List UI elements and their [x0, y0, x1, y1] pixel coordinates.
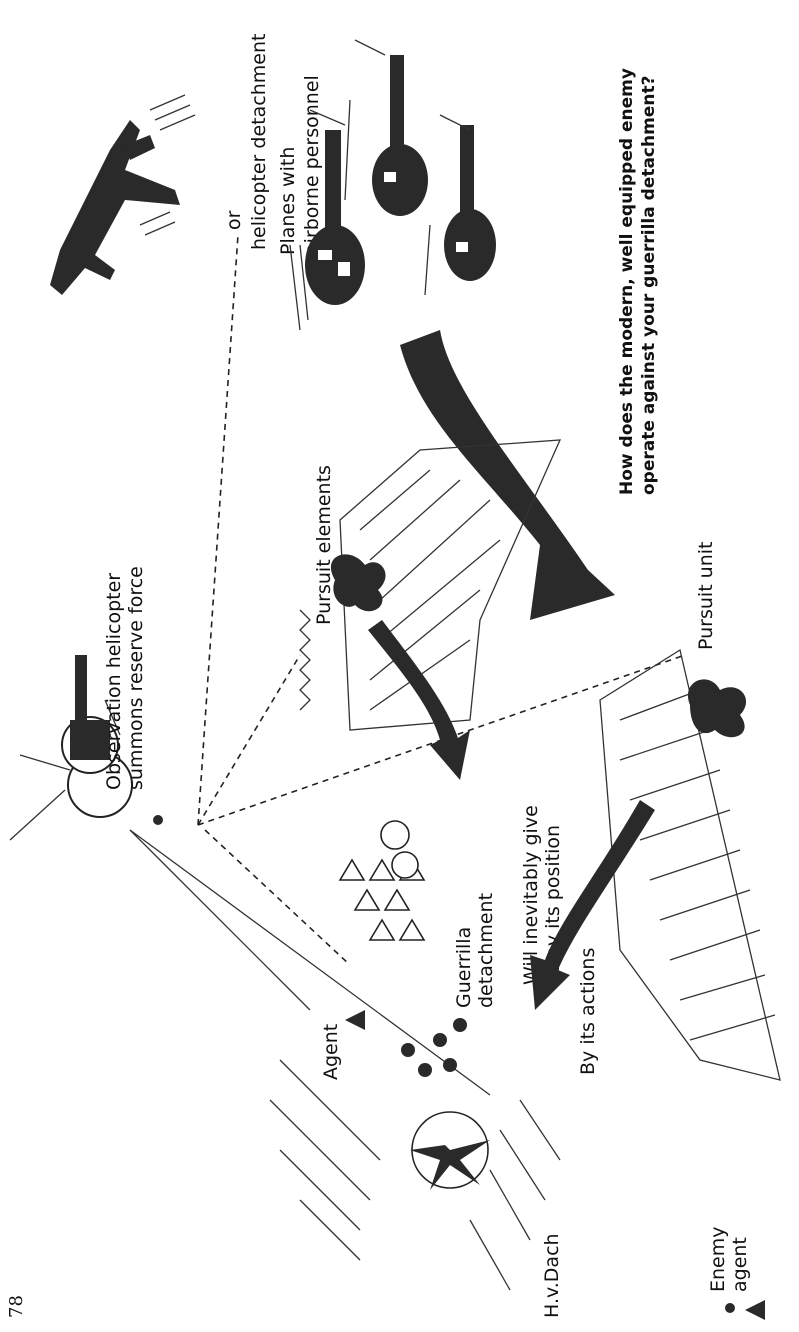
explosion-terrain [269, 1059, 561, 1291]
helicopter-icon [344, 39, 428, 216]
pursuit-elements-label: Pursuit elements [313, 465, 335, 625]
signature: H.v.Dach [541, 1233, 563, 1318]
forest [338, 820, 426, 941]
agent-label: Agent [320, 1024, 342, 1080]
legend-enemy-agent-icon [725, 1300, 765, 1320]
observation-helicopter-icon [9, 655, 133, 841]
helicopter-icon [424, 114, 496, 296]
signal-line [204, 829, 351, 966]
guerrilla-label-line2: detachment [475, 893, 497, 1008]
radio-operator-icon [153, 815, 163, 825]
observation-helicopter-label-line1: Observation helicopter [103, 573, 125, 790]
attack-arrow [400, 330, 615, 620]
helicopter-detachment-label: helicopter detachment [248, 34, 270, 250]
question-line2: operate against your guerrilla detachmen… [639, 76, 659, 495]
plane-icon [50, 94, 196, 295]
helicopter-icon [289, 109, 365, 331]
legend-label-line1: Enemy [707, 1227, 729, 1293]
guerrilla-group [401, 1018, 467, 1077]
ridge-terrain [599, 648, 781, 1081]
pursuit-elements-blob [330, 554, 386, 612]
signal-line [197, 654, 301, 826]
planes-label-line2: airborne personnel [301, 75, 323, 255]
pursuit-unit-arrow [530, 800, 655, 1010]
pursuit-arrow [368, 620, 470, 780]
agent-icon [345, 1010, 365, 1030]
page-number: 78 [6, 1295, 27, 1318]
legend-label-line2: agent [729, 1237, 751, 1292]
observation-helicopter-label-line2: summons reserve force [125, 566, 147, 790]
planes-label-line1: Planes with [277, 147, 299, 255]
signal-line [197, 234, 239, 826]
by-its-actions-label: By its actions [577, 948, 599, 1075]
pursuit-unit-blob [687, 679, 747, 738]
observation-line [129, 829, 491, 1096]
or-label: or [223, 210, 245, 230]
give-position-label-line1: Will inevitably give [520, 805, 542, 985]
guerrilla-label-line1: Guerrilla [453, 927, 475, 1008]
question-line1: How does the modern, well equipped enemy [617, 68, 637, 495]
observation-line [129, 829, 311, 1011]
pursuit-unit-label: Pursuit unit [695, 542, 717, 651]
